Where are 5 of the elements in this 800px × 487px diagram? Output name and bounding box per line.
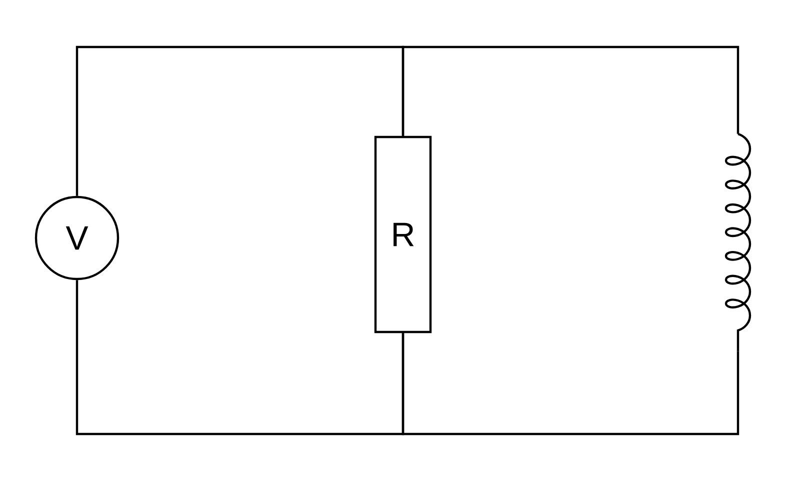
inductor-symbol — [724, 132, 752, 352]
wire — [76, 280, 404, 436]
wire — [402, 333, 740, 436]
wire — [402, 46, 740, 136]
wire — [76, 46, 404, 196]
